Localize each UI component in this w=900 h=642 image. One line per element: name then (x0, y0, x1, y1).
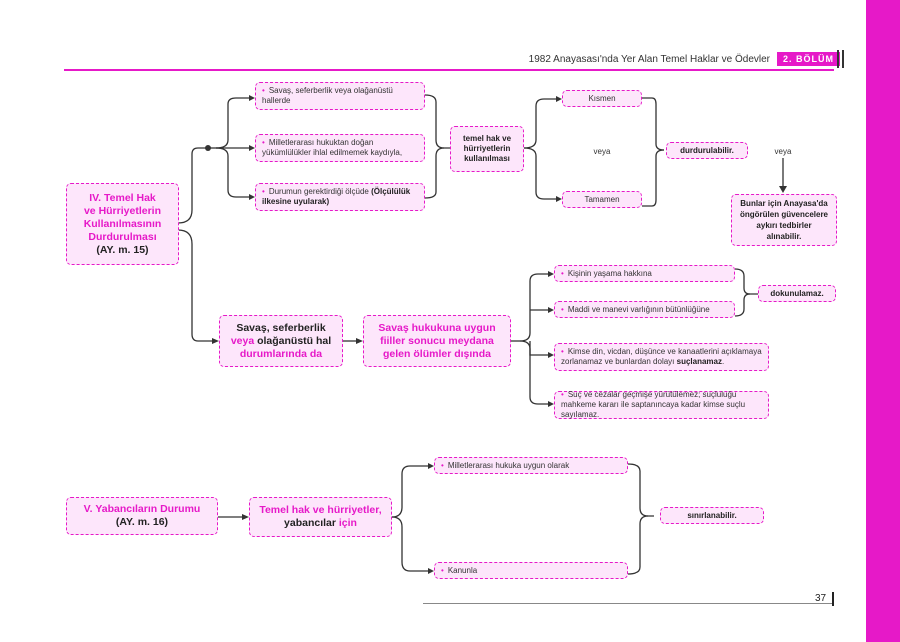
option-full-text: Tamamen (584, 194, 620, 204)
war-deaths-box: Savaş hukukuna uygun fiiller sonucu meyd… (363, 315, 511, 367)
protected-item: •Kişinin yaşama hakkına (554, 265, 735, 282)
result-suspendable: durdurulabilir. (666, 142, 748, 159)
protected-item-text: . (721, 357, 725, 366)
foreigners-rights-line: yabancılar (284, 517, 336, 529)
protected-item-bold: suçlanamaz (676, 357, 722, 366)
limit-basis-text: Milletlerarası hukuka uygun olarak (447, 460, 570, 470)
condition-item: •Savaş, seferberlik veya olağanüstü hall… (255, 82, 425, 110)
page-number: 37 (815, 593, 827, 604)
war-deaths-text: Savaş hukukuna uygun fiiller sonucu meyd… (378, 321, 496, 360)
header-divider (842, 50, 844, 68)
foreigners-rights-line: Temel hak ve hürriyetler, (259, 504, 382, 516)
chapter-badge: 2. BÖLÜM (777, 52, 841, 66)
condition-item: •Milletlerarası hukuktan doğan yükümlülü… (255, 134, 425, 162)
result-limitable-text: sınırlanabilir. (687, 510, 737, 520)
condition-text: Milletlerarası hukuktan doğan yükümlülük… (262, 138, 403, 157)
protected-item-text: Kimse din, vicdan, düşünce ve kanaatleri… (561, 347, 762, 366)
section-iv-title-line: Kullanılmasının (83, 217, 162, 230)
section-v-title-line: V. Yabancıların Durumu (83, 503, 201, 515)
magenta-sidebar (866, 0, 900, 642)
result-limitable: sınırlanabilir. (660, 507, 764, 524)
page-number-bar (832, 592, 834, 606)
option-full: Tamamen (562, 191, 642, 208)
section-iv-reference: (AY. m. 15) (96, 243, 149, 256)
rights-usage-label: temel hak ve hürriyetlerin kullanılması (450, 126, 524, 172)
limit-basis-item: •Milletlerarası hukuka uygun olarak (434, 457, 628, 474)
result-untouchable: dokunulamaz. (758, 285, 836, 302)
war-states-line: durumlarında da (239, 347, 323, 360)
limit-basis-text: Kanunla (447, 565, 478, 575)
protected-item-text: Maddi ve manevi varlığının bütünlüğüne (567, 304, 710, 314)
limit-basis-item: •Kanunla (434, 562, 628, 579)
section-v-title: V. Yabancıların Durumu (AY. m. 16) (66, 497, 218, 535)
protected-item-text: Suç ve cezalar geçmişe yürütülemez; suçl… (561, 390, 746, 419)
condition-text: Savaş, seferberlik veya olağanüstü halle… (262, 86, 393, 105)
section-v-reference: (AY. m. 16) (115, 516, 169, 528)
war-states-line: olağanüstü hal (254, 334, 332, 347)
protected-item: •Suç ve cezalar geçmişe yürütülemez; suç… (554, 390, 769, 419)
header-divider (837, 50, 839, 68)
section-iv-title-line: Durdurulması (88, 230, 157, 243)
condition-bold-text: (Ölçülülük ilkesine uyularak) (262, 187, 411, 206)
condition-item: •Durumun gerektirdiği ölçüde (Ölçülülük … (255, 183, 425, 211)
rights-usage-text: temel hak ve hürriyetlerin kullanılması (462, 134, 512, 163)
condition-text: Durumun gerektirdiği ölçüde (268, 187, 372, 196)
header-title: 1982 Anayasası'nda Yer Alan Temel Haklar… (528, 54, 770, 65)
or-label-right: veya (774, 147, 792, 156)
section-iv-title-line: ve Hürriyetlerin (83, 204, 162, 217)
or-label: veya (593, 147, 611, 156)
result-suspendable-text: durdurulabilir. (680, 145, 734, 155)
foreigners-rights-box: Temel hak ve hürriyetler, yabancılar içi… (249, 497, 392, 537)
protected-item: •Maddi ve manevi varlığının bütünlüğüne (554, 301, 735, 318)
option-partial: Kısmen (562, 90, 642, 107)
war-states-or: veya (230, 334, 255, 347)
protected-item: •Kimse din, vicdan, düşünce ve kanaatler… (554, 343, 769, 371)
header-rule (64, 69, 834, 71)
protected-item-text: Kişinin yaşama hakkına (567, 268, 652, 278)
measures-note-text: Bunlar için Anayasa'da öngörülen güvence… (739, 199, 829, 241)
footer-rule (423, 603, 833, 604)
section-iv-title: IV. Temel Hak ve Hürriyetlerin Kullanılm… (66, 183, 179, 265)
section-iv-title-line: IV. Temel Hak (89, 191, 156, 204)
measures-note: Bunlar için Anayasa'da öngörülen güvence… (731, 194, 837, 246)
foreigners-rights-for: için (335, 517, 357, 529)
war-states-box: Savaş, seferberlik veya olağanüstü hal d… (219, 315, 343, 367)
war-states-line: Savaş, seferberlik (236, 321, 326, 334)
result-untouchable-text: dokunulamaz. (770, 288, 824, 298)
option-partial-text: Kısmen (588, 93, 616, 103)
